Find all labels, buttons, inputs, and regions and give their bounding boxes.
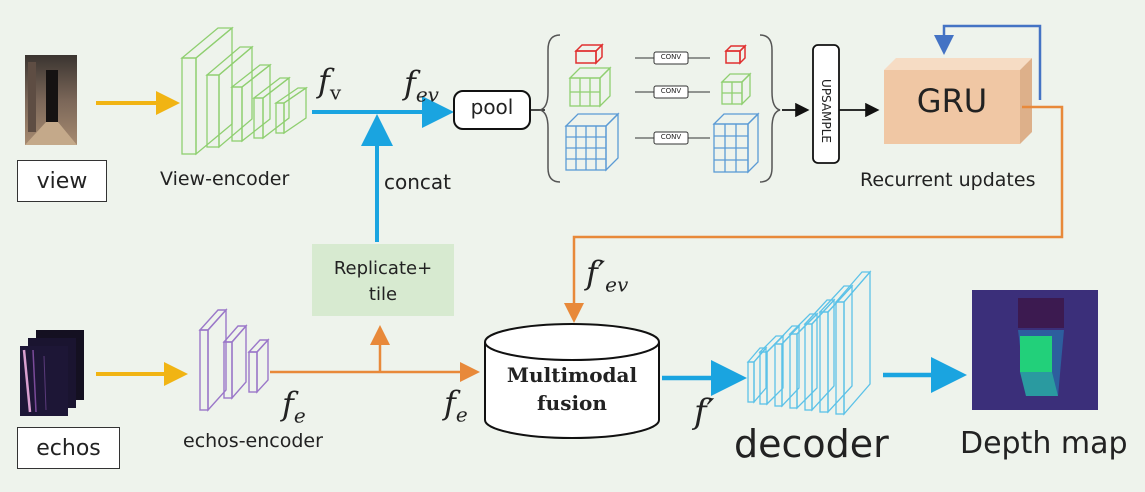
recurrent-updates-label: Recurrent updates [860, 169, 1036, 191]
conv-links [635, 51, 710, 145]
gru-label: GRU [916, 82, 988, 120]
decoder-stack [746, 270, 872, 416]
echos-label-box: echos [17, 427, 120, 469]
gru-block [884, 58, 1032, 144]
conv-cube-small-red [724, 44, 747, 65]
pool-label: pool [470, 95, 514, 119]
multimodal-fusion-cylinder [484, 323, 660, 439]
echos-encoder-stack [198, 308, 270, 412]
view-encoder-label: View-encoder [160, 168, 290, 190]
view-encoder-stack [180, 26, 309, 156]
echos-label: echos [36, 435, 101, 461]
depth-map-image [972, 290, 1098, 410]
conv-label-2: CONV [660, 87, 682, 95]
upsample-box [812, 44, 840, 164]
f-v-label: fv [318, 62, 342, 105]
view-label-box: view [17, 160, 107, 202]
replicate-tile-label: Replicate+tile [333, 258, 433, 305]
concat-label: concat [384, 170, 452, 194]
f-prime-label: f′ [694, 392, 715, 432]
gru-feedback-arrow [934, 24, 1042, 100]
replicate-tile-box [312, 244, 454, 316]
gru-to-fusion-arrow [564, 105, 1064, 323]
decoder-label: decoder [734, 422, 889, 466]
depth-map-label: Depth map [960, 426, 1128, 461]
f-e-encoder-label: fe [282, 385, 306, 428]
f-e-fusion-label: fe [444, 384, 468, 427]
pool-cube-large-blue [564, 112, 620, 172]
upsample-label: UPSAMPLE [819, 79, 833, 143]
view-label: view [36, 168, 88, 194]
pool-cube-small-red [574, 43, 604, 65]
echos-image [20, 330, 84, 416]
conv-label-3: CONV [660, 133, 682, 141]
pool-cube-medium-green [568, 66, 612, 108]
left-brace [539, 34, 561, 183]
echos-encoder-label: echos-encoder [183, 430, 323, 452]
conv-label-1: CONV [660, 53, 682, 61]
view-image [25, 55, 77, 145]
conv-cube-medium-green [720, 72, 752, 106]
right-brace [759, 34, 781, 183]
f-prime-ev-label: f′ev [586, 254, 629, 297]
f-ev-label: fev [404, 64, 439, 107]
conv-cube-large-blue [712, 112, 760, 174]
